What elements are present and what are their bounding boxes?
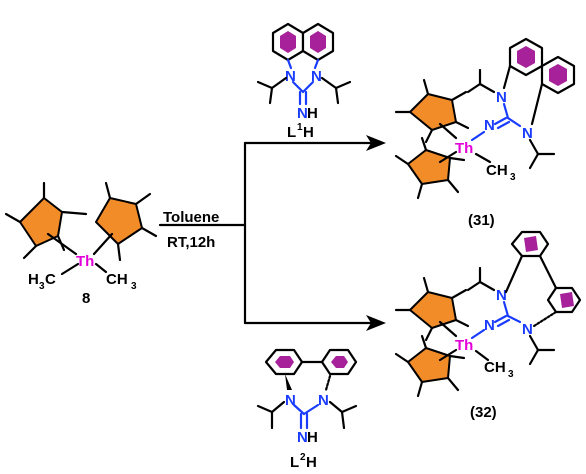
arrow-bottom-head bbox=[366, 315, 386, 331]
ligand-l1h: N N N H L 1 H bbox=[256, 22, 352, 141]
n-right: N bbox=[311, 68, 322, 85]
ligand-name-sup: 2 bbox=[300, 452, 306, 463]
methyl-sub: 3 bbox=[510, 172, 516, 183]
methyl-left-h: H bbox=[28, 271, 39, 288]
ligand-name-h: H bbox=[306, 454, 317, 471]
product-32: Th CH 3 N N N (32) bbox=[394, 230, 582, 421]
n-imine: N bbox=[297, 429, 308, 446]
n-imine: N bbox=[297, 105, 308, 122]
arrow-top-head bbox=[366, 135, 386, 151]
cp-ring-upper bbox=[409, 291, 457, 329]
product-31: Th CH 3 N N N (31) bbox=[394, 37, 576, 229]
compound-id-31: (31) bbox=[468, 212, 495, 229]
methyl-left-sub: 3 bbox=[39, 281, 45, 292]
aromatic-fill bbox=[517, 46, 535, 68]
n-top-32: N bbox=[496, 287, 507, 304]
aromatic-fill bbox=[310, 31, 326, 53]
aromatic-fill bbox=[280, 31, 296, 53]
condition-solvent: Toluene bbox=[163, 209, 219, 226]
aromatic-fill bbox=[560, 292, 574, 308]
ligand-name-sup: 1 bbox=[297, 122, 303, 133]
n-right-31: N bbox=[522, 125, 533, 142]
ligand-name-l: L bbox=[287, 124, 296, 141]
compound-id-32: (32) bbox=[470, 404, 497, 421]
cp-ring-left bbox=[19, 197, 63, 247]
methyl-right-sub: 3 bbox=[131, 281, 137, 292]
methyl-ch: CH bbox=[484, 359, 506, 376]
methyl-sub: 3 bbox=[508, 369, 514, 380]
cp-ring-lower bbox=[407, 149, 451, 185]
condition-temp-time: RT,12h bbox=[167, 234, 215, 251]
methyl-left-c: C bbox=[45, 271, 56, 288]
n-top-31: N bbox=[496, 89, 507, 106]
cp-ring-lower bbox=[407, 347, 451, 383]
ligand-name-h: H bbox=[303, 124, 314, 141]
n-left: N bbox=[285, 392, 296, 409]
n-right-32: N bbox=[522, 321, 533, 338]
cp-ring-right bbox=[95, 197, 143, 245]
n-imine-32: N bbox=[484, 317, 495, 334]
ligand-l2h: N N N H L 2 H bbox=[256, 348, 358, 471]
reaction-arrows bbox=[158, 135, 386, 331]
methyl-ch: CH bbox=[486, 162, 508, 179]
n-right: N bbox=[318, 392, 329, 409]
h-imine: H bbox=[307, 429, 318, 446]
metal-th-32: Th bbox=[455, 337, 473, 354]
reactant-8: Th H 3 C CH 3 8 bbox=[4, 181, 158, 307]
ligand-name-l: L bbox=[290, 454, 299, 471]
cp-star-left bbox=[4, 181, 88, 260]
methyl-right: CH bbox=[106, 271, 128, 288]
metal-th-reactant: Th bbox=[76, 253, 94, 270]
compound-id-8: 8 bbox=[82, 290, 90, 307]
metal-th-31: Th bbox=[455, 140, 473, 157]
aromatic-fill bbox=[549, 64, 567, 86]
aromatic-fill bbox=[331, 356, 348, 368]
cp-star-right bbox=[95, 181, 158, 262]
aromatic-fill bbox=[524, 236, 538, 252]
h-imine: H bbox=[307, 105, 318, 122]
n-imine-31: N bbox=[484, 117, 495, 134]
n-left: N bbox=[285, 68, 296, 85]
aromatic-fill bbox=[275, 356, 294, 368]
cp-ring-upper bbox=[409, 93, 457, 131]
